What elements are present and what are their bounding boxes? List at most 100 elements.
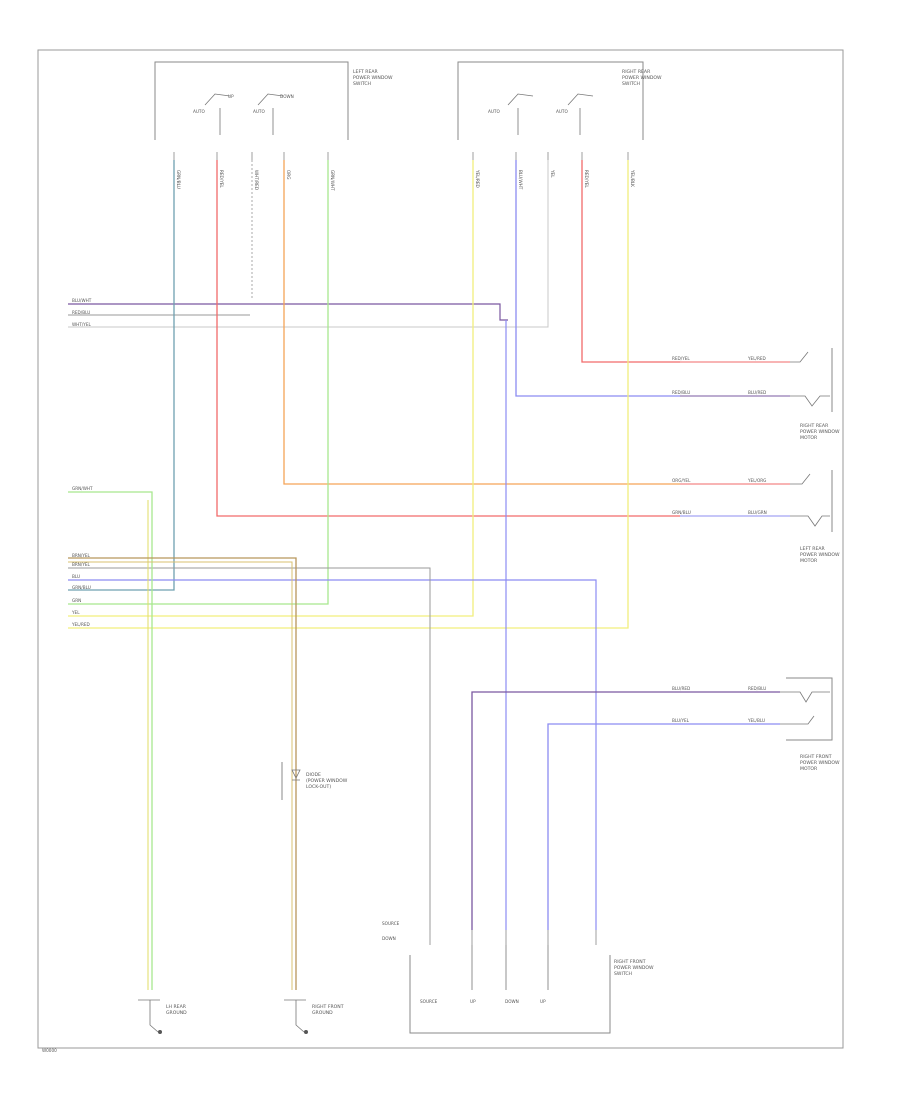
svg-text:GROUND: GROUND: [312, 1010, 333, 1016]
svg-text:BRN/YEL: BRN/YEL: [72, 562, 91, 567]
right-front-motor: RIGHT FRONT POWER WINDOW MOTOR: [780, 677, 840, 772]
svg-text:MOTOR: MOTOR: [800, 558, 818, 564]
left-rear-switch-module: LEFT REAR POWER WINDOW SWITCH UP DOWN AU…: [154, 61, 393, 140]
svg-text:DOWN: DOWN: [505, 999, 519, 1004]
wire-yellow-rr: [68, 160, 474, 617]
svg-text:(POWER WINDOW: (POWER WINDOW: [306, 778, 348, 784]
motor-wire-labels: RED/YEL YEL/RED RED/BLU BLU/RED ORG/YEL …: [672, 356, 767, 723]
svg-text:GRN/BLU: GRN/BLU: [72, 585, 91, 590]
diagram-frame: [37, 49, 844, 1049]
wire-red-rr: [581, 160, 680, 363]
svg-text:BLU: BLU: [72, 574, 80, 579]
wire-blue-long: [68, 579, 597, 930]
wire-brown-bus: [68, 557, 297, 990]
wire-green-lr: [68, 160, 329, 605]
svg-text:ORG/YEL: ORG/YEL: [672, 478, 691, 483]
wire-yellow-rr-2: [68, 160, 629, 629]
left-bus-labels: BLU/WHT RED/BLU WHT/YEL GRN/WHT BRN/YEL …: [71, 298, 93, 627]
svg-text:AUTO: AUTO: [193, 109, 205, 114]
right-front-switch-module: SOURCE DOWN SOURCE UP DOWN UP RIGHT FRON…: [382, 921, 654, 1034]
svg-text:WHT/YEL: WHT/YEL: [72, 322, 91, 327]
svg-text:GRN: GRN: [72, 598, 81, 603]
svg-text:GRN/BLU: GRN/BLU: [672, 510, 691, 515]
wire-orange-lr: [283, 160, 680, 485]
wire-gray-top-bus-2: [68, 160, 549, 328]
wire-blue-rr: [515, 160, 680, 397]
svg-text:AUTO: AUTO: [253, 109, 265, 114]
svg-text:RED/YEL: RED/YEL: [584, 170, 589, 188]
right-rear-motor: RIGHT REAR POWER WINDOW MOTOR: [790, 348, 840, 441]
svg-text:GRN/WHT: GRN/WHT: [330, 170, 335, 191]
svg-text:YEL: YEL: [550, 169, 555, 178]
svg-text:RED/BLU: RED/BLU: [748, 686, 766, 691]
wire-teal-lr: [68, 160, 175, 591]
svg-text:RIGHT REAR: RIGHT REAR: [622, 69, 651, 75]
svg-text:POWER WINDOW: POWER WINDOW: [800, 760, 840, 766]
svg-text:RED/YEL: RED/YEL: [219, 170, 224, 188]
svg-text:UP: UP: [228, 94, 234, 99]
svg-text:SWITCH: SWITCH: [614, 971, 632, 977]
svg-text:AUTO: AUTO: [488, 109, 500, 114]
right-rear-switch-module: RIGHT REAR POWER WINDOW SWITCH AUTO AUTO: [457, 61, 662, 140]
wire-blu-top-bus: [68, 303, 508, 321]
svg-text:BLU/GRN: BLU/GRN: [748, 510, 767, 515]
right-front-ground: RIGHT FRONT GROUND: [284, 999, 344, 1034]
svg-text:SOURCE: SOURCE: [382, 921, 400, 926]
svg-text:YEL/ORG: YEL/ORG: [747, 478, 766, 483]
svg-text:SWITCH: SWITCH: [353, 81, 371, 87]
svg-text:BLU/WHT: BLU/WHT: [518, 170, 523, 190]
svg-text:YEL/RED: YEL/RED: [475, 169, 480, 188]
wire-green-lh-gnd: [68, 491, 153, 990]
diagram-code: W0000: [42, 1048, 57, 1053]
svg-text:YEL/BLK: YEL/BLK: [630, 169, 635, 187]
svg-text:RED/YEL: RED/YEL: [672, 356, 690, 361]
svg-text:BLU/YEL: BLU/YEL: [672, 718, 690, 723]
wire-red-lr: [216, 160, 680, 517]
svg-text:GRN/BLU: GRN/BLU: [176, 170, 181, 189]
svg-text:BLU/RED: BLU/RED: [672, 686, 690, 691]
svg-text:YEL/RED: YEL/RED: [747, 356, 766, 361]
svg-text:RED/BLU: RED/BLU: [72, 310, 90, 315]
wire-harness: [68, 160, 790, 990]
svg-text:BRN/YEL: BRN/YEL: [72, 553, 91, 558]
wire-color-labels: GRN/BLU RED/YEL WHT/RED ORG GRN/WHT YEL/…: [176, 169, 635, 191]
svg-text:MOTOR: MOTOR: [800, 435, 818, 441]
svg-text:BLU/WHT: BLU/WHT: [72, 298, 92, 303]
svg-text:RED/BLU: RED/BLU: [672, 390, 690, 395]
svg-text:POWER WINDOW: POWER WINDOW: [800, 552, 840, 558]
svg-text:LEFT REAR: LEFT REAR: [800, 546, 826, 552]
lh-rear-ground: LH REAR GROUND: [138, 999, 187, 1034]
svg-text:SOURCE: SOURCE: [420, 999, 438, 1004]
svg-text:YEL/RED: YEL/RED: [71, 622, 90, 627]
svg-text:AUTO: AUTO: [556, 109, 568, 114]
svg-text:LH REAR: LH REAR: [166, 1004, 187, 1010]
wire-brown-bus-2: [68, 561, 293, 990]
svg-text:YEL: YEL: [71, 610, 80, 615]
svg-text:SWITCH: SWITCH: [622, 81, 640, 87]
svg-text:DOWN: DOWN: [382, 936, 396, 941]
left-rear-motor: LEFT REAR POWER WINDOW MOTOR: [790, 470, 840, 564]
connector-pins: [173, 152, 629, 945]
svg-text:YEL/BLU: YEL/BLU: [747, 718, 765, 723]
svg-text:POWER WINDOW: POWER WINDOW: [614, 965, 654, 971]
svg-text:UP: UP: [470, 999, 476, 1004]
svg-text:UP: UP: [540, 999, 546, 1004]
svg-text:LEFT REAR: LEFT REAR: [353, 69, 379, 75]
svg-text:RIGHT FRONT: RIGHT FRONT: [800, 754, 832, 760]
svg-text:BLU/RED: BLU/RED: [748, 390, 766, 395]
svg-text:DOWN: DOWN: [280, 94, 294, 99]
svg-text:DIODE: DIODE: [306, 772, 321, 778]
svg-text:LOCK-OUT): LOCK-OUT): [306, 784, 331, 790]
svg-text:POWER WINDOW: POWER WINDOW: [622, 75, 662, 81]
svg-text:GROUND: GROUND: [166, 1010, 187, 1016]
wire-blue-rf: [547, 723, 780, 930]
svg-text:RIGHT FRONT: RIGHT FRONT: [312, 1004, 344, 1010]
svg-text:ORG: ORG: [286, 170, 291, 179]
svg-text:WHT/RED: WHT/RED: [254, 170, 259, 190]
wire-purple-rf: [471, 691, 780, 930]
svg-text:GRN/WHT: GRN/WHT: [72, 486, 93, 491]
wire-gray-long: [68, 567, 431, 930]
svg-text:POWER WINDOW: POWER WINDOW: [800, 429, 840, 435]
diode-power-window-lockout: DIODE (POWER WINDOW LOCK-OUT): [281, 762, 348, 800]
